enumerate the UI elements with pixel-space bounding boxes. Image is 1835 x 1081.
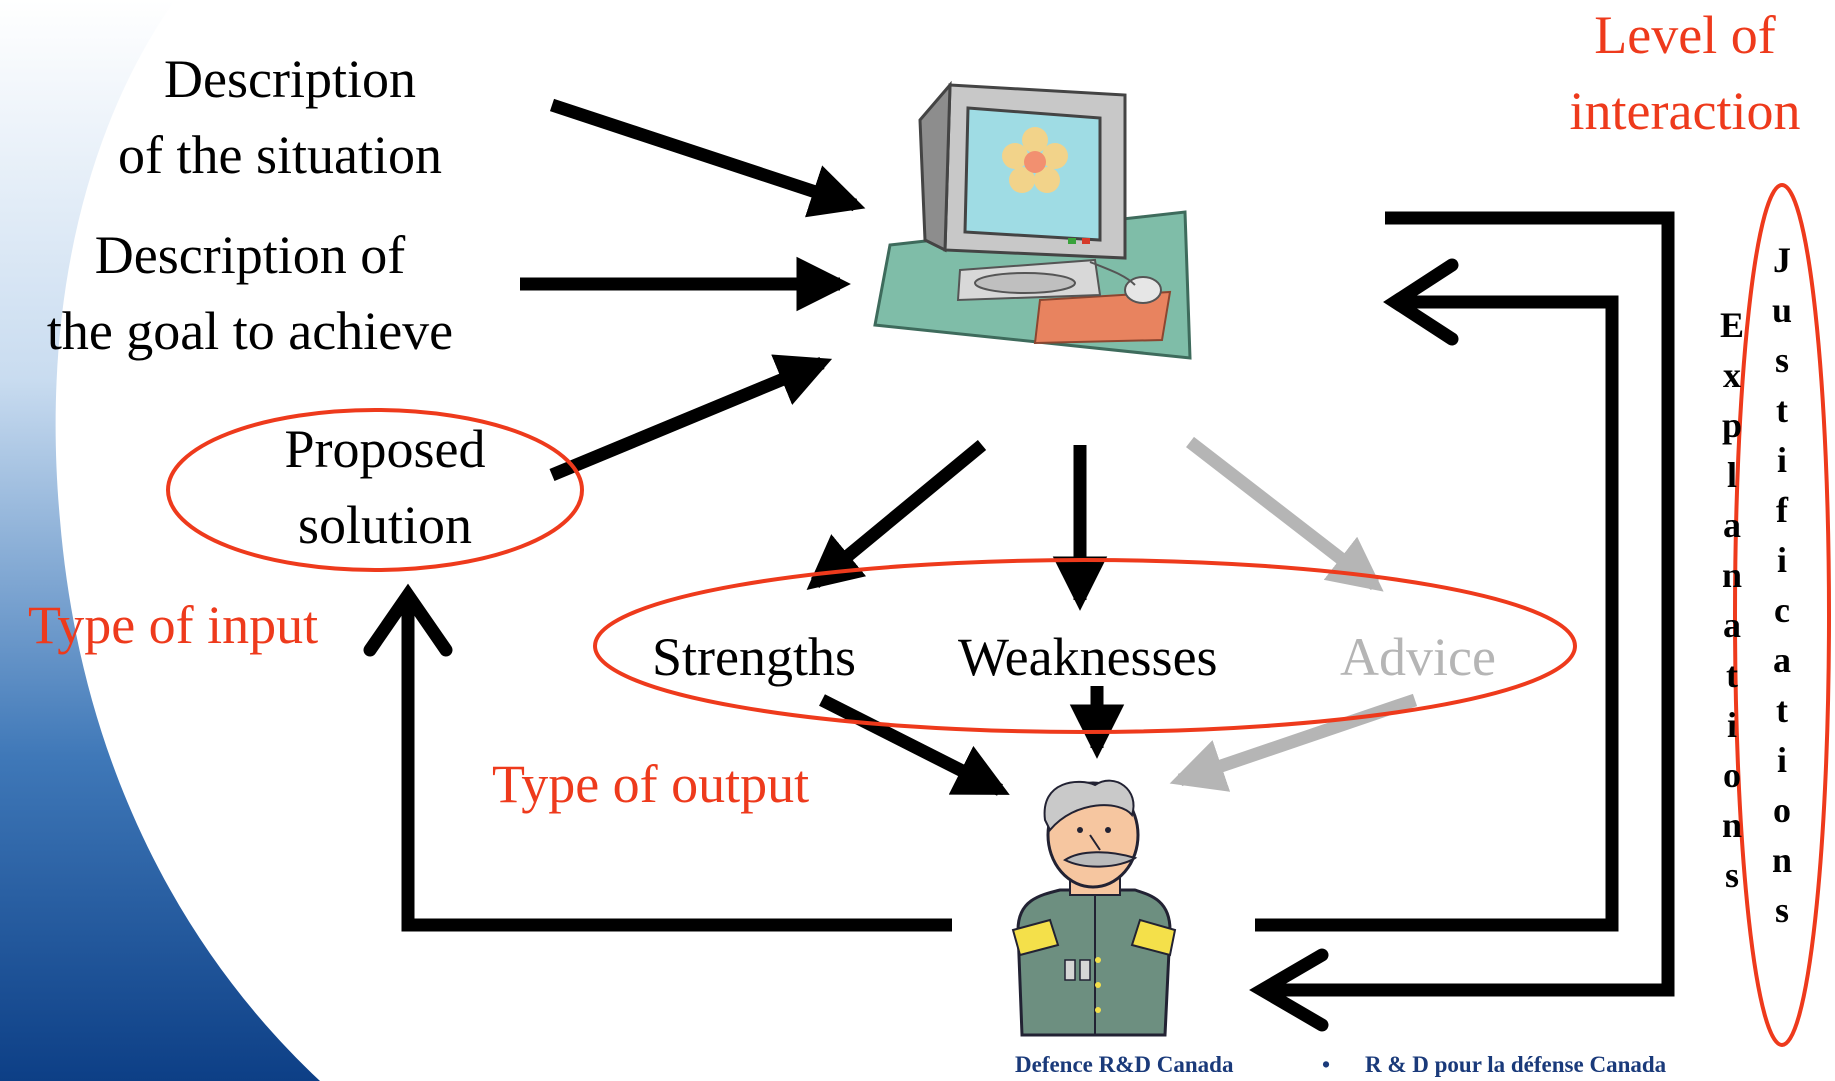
arrow-officer-to-computer-explanations	[1255, 295, 1619, 932]
explanations-letter: o	[1723, 755, 1741, 795]
situation-label-line1: Description	[164, 49, 416, 109]
justifications-ellipse	[1733, 183, 1831, 1047]
goal-label-line2: the goal to achieve	[46, 301, 454, 361]
arrow-head-officer-to-solution	[363, 583, 453, 657]
arrow-officer-to-solution	[401, 600, 952, 932]
arrow-strengths-to-officer	[819, 694, 1010, 796]
level-of-interaction-line2: interaction	[1569, 81, 1801, 141]
explanations-letter: l	[1726, 455, 1737, 495]
arrow-computer-to-officer-justifications	[1265, 211, 1675, 997]
justifications-letter: i	[1776, 540, 1787, 580]
explanations-letter: a	[1723, 605, 1741, 645]
situation-label-line2: of the situation	[118, 125, 442, 185]
justifications-letter: t	[1776, 690, 1788, 730]
outputs-ellipse	[593, 558, 1577, 734]
explanations-letter: t	[1726, 655, 1738, 695]
justifications-letter: t	[1776, 390, 1788, 430]
solution-label-line1: Proposed	[284, 419, 486, 479]
justifications-letter: u	[1771, 290, 1793, 330]
advice-label: Advice	[1340, 627, 1496, 687]
military-officer-icon	[1011, 779, 1177, 1037]
footer-separator: •	[1322, 1052, 1331, 1077]
arrow-computer-to-strengths	[806, 439, 987, 590]
justifications-letter: a	[1773, 640, 1791, 680]
explanations-letter: n	[1721, 805, 1743, 845]
arrow-solution-to-computer	[549, 354, 833, 482]
proposed-solution-ellipse	[166, 408, 584, 572]
justifications-letter: J	[1773, 240, 1791, 280]
level-of-interaction-line1: Level of	[1594, 5, 1776, 65]
computer-icon	[873, 80, 1192, 360]
explanations-letter: p	[1721, 405, 1743, 445]
explanations-letter: E	[1719, 305, 1744, 345]
justifications-letter: s	[1774, 340, 1789, 380]
justifications-letter: i	[1776, 440, 1787, 480]
justifications-letter: s	[1774, 890, 1789, 930]
justifications-letter: n	[1771, 840, 1793, 880]
background-swoosh	[0, 0, 320, 1081]
strengths-label: Strengths	[652, 627, 857, 687]
justifications-letter: f	[1776, 490, 1788, 530]
arrow-head-to-officer	[1249, 948, 1329, 1032]
type-of-output-label: Type of output	[492, 754, 810, 814]
explanations-letter: a	[1723, 505, 1741, 545]
footer-left: Defence R&D Canada	[1015, 1052, 1234, 1077]
justifications-letter: i	[1776, 740, 1787, 780]
type-of-input-label: Type of input	[28, 595, 319, 655]
explanations-letter: n	[1721, 555, 1743, 595]
footer-right: R & D pour la défense Canada	[1365, 1052, 1667, 1077]
arrow-advice-to-officer	[1169, 693, 1418, 792]
solution-label-line2: solution	[297, 495, 473, 555]
arrow-computer-to-advice	[1186, 436, 1384, 592]
explanations-letter: s	[1724, 855, 1739, 895]
justifications-letter: o	[1773, 790, 1791, 830]
goal-label-line1: Description of	[94, 225, 406, 285]
explanations-letter: x	[1723, 355, 1741, 395]
weaknesses-label: Weaknesses	[958, 627, 1218, 687]
justifications-letter: c	[1774, 590, 1790, 630]
arrow-situation-to-computer	[549, 98, 866, 218]
explanations-letter: i	[1726, 705, 1737, 745]
arrow-head-to-computer	[1383, 258, 1459, 346]
